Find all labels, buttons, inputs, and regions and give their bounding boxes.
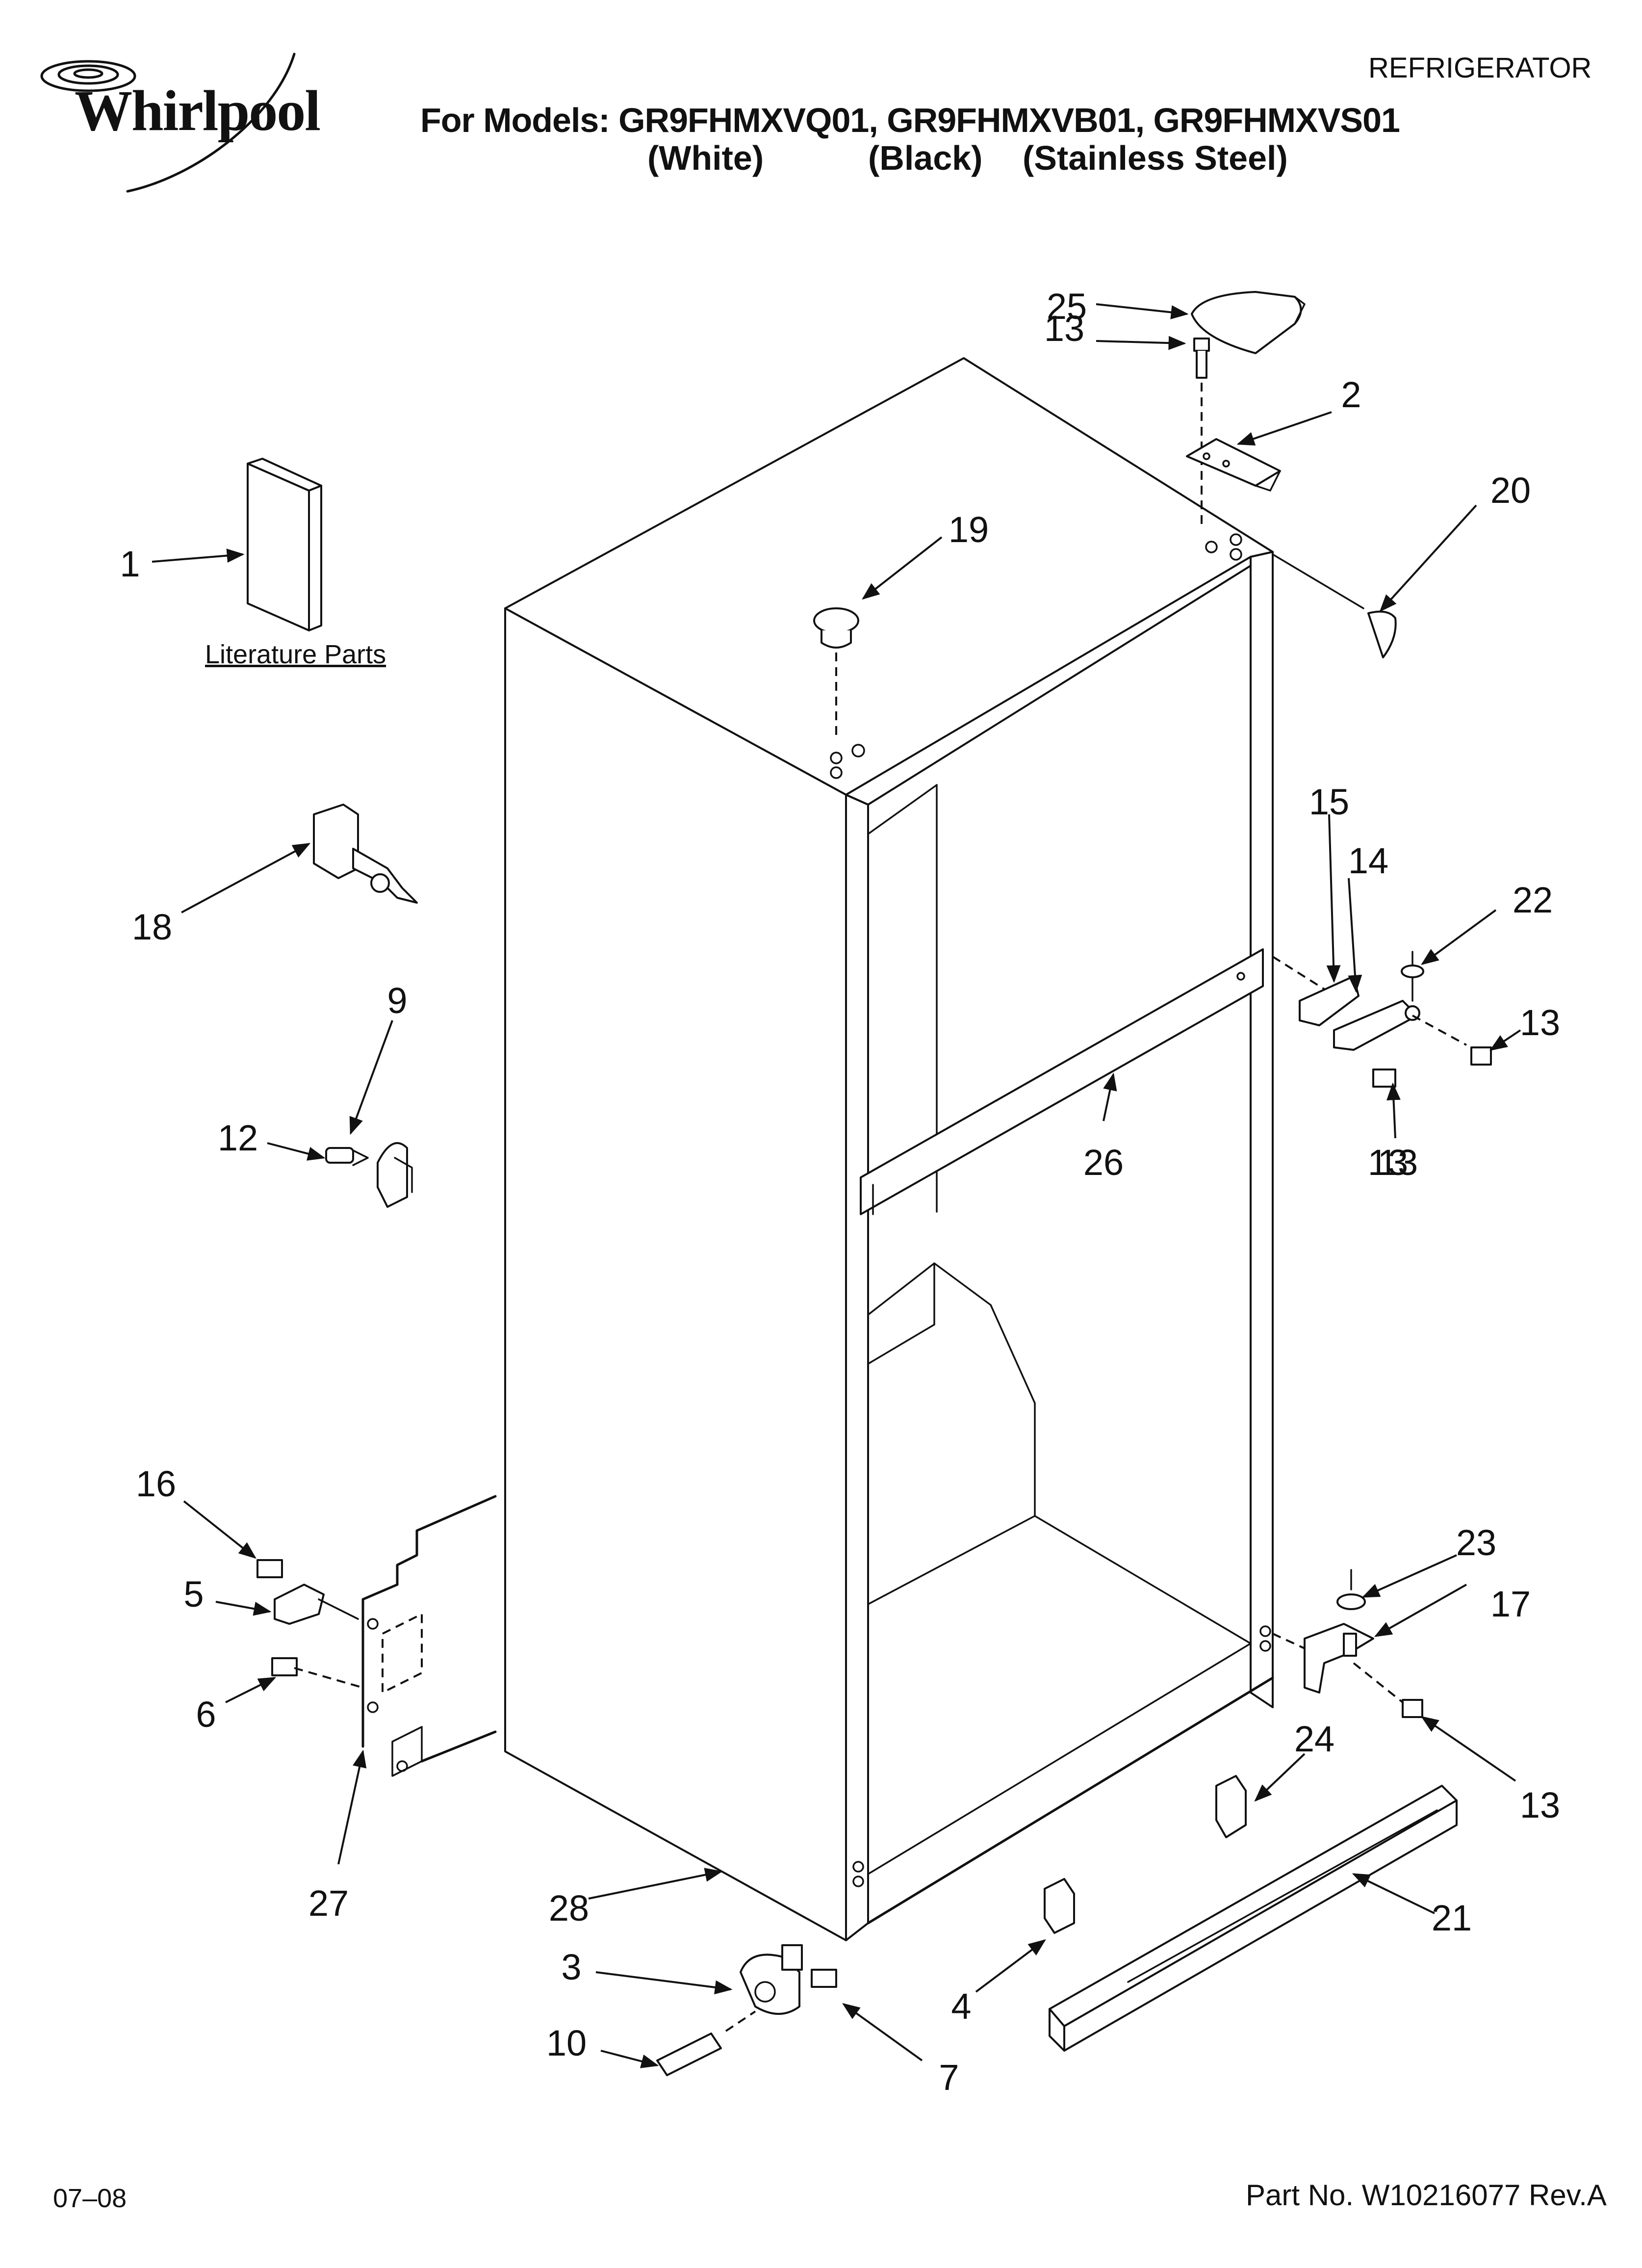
callout-label: 19 [948, 509, 989, 550]
callout-label: 13 [1367, 1142, 1409, 1183]
grille-clip-icon [1044, 1775, 1247, 1934]
callout-label: 7 [939, 2057, 959, 2098]
callout-label: 26 [1083, 1142, 1124, 1183]
side-fasteners [257, 1559, 363, 1689]
variant-white: (White) [647, 139, 764, 177]
callout-label: 18 [131, 907, 173, 947]
callout-label: 12 [217, 1118, 258, 1158]
footer-date: 07–08 [53, 2184, 127, 2213]
roller-assembly [656, 1944, 837, 2076]
models-heading: For Models: GR9FHMXVQ01, GR9FHMXVB01, GR… [420, 101, 1400, 139]
literature-parts-label: Literature Parts [205, 640, 386, 669]
callout-label: 1 [120, 544, 140, 584]
variant-black: (Black) [868, 139, 983, 177]
callout-label: 21 [1431, 1898, 1472, 1938]
callout-label: 3 [561, 1947, 582, 1987]
refrigerator-cabinet [504, 357, 1274, 1941]
callout-label: 16 [135, 1463, 177, 1504]
callout-leaders [152, 303, 1521, 2068]
callout-label: 22 [1512, 880, 1553, 920]
callout-label: 13 [1519, 1785, 1561, 1825]
whirlpool-logo-swirl-icon [40, 52, 296, 193]
product-category: REFRIGERATOR [1368, 52, 1592, 84]
hinge-cover-icon [1191, 291, 1306, 354]
cabinet-side-panel [361, 1495, 497, 1777]
brand-logo: Whirlpool [75, 78, 321, 143]
small-bracket-icon [325, 1142, 413, 1208]
callout-label: 28 [548, 1888, 590, 1929]
callout-label: 6 [196, 1694, 216, 1735]
callout-label: 13 [1377, 1142, 1418, 1183]
callout-label: 5 [183, 1574, 204, 1615]
callout-label: 15 [1308, 782, 1350, 822]
callout-label: 24 [1294, 1719, 1335, 1759]
callout-label: 10 [546, 2023, 587, 2063]
callout-label: 4 [951, 1986, 972, 2027]
callout-label: 27 [308, 1883, 349, 1924]
callout-label: 2 [1341, 374, 1361, 415]
center-hinge-assembly [1272, 951, 1492, 1088]
toe-grille [1049, 1785, 1458, 2052]
callout-label: 14 [1348, 840, 1389, 881]
top-hinge-assembly [1186, 338, 1281, 530]
callout-label: 23 [1456, 1522, 1497, 1563]
bottom-hinge-assembly [1272, 1569, 1423, 1718]
footer-part-number: Part No. W10216077 Rev.A [1246, 2179, 1607, 2212]
shoulder-bolt-icon [313, 804, 418, 904]
literature-booklet-icon [247, 458, 322, 631]
callout-label: 13 [1519, 1002, 1561, 1043]
plug-icon [813, 607, 859, 741]
callout-label: 25 [1046, 286, 1087, 327]
callout-label: 20 [1490, 470, 1531, 511]
small-cover-icon [1272, 553, 1397, 658]
callout-label: 17 [1490, 1584, 1531, 1624]
variant-stainless: (Stainless Steel) [1023, 139, 1288, 177]
callout-label: 9 [387, 980, 408, 1021]
callout-label: 13 [1044, 308, 1085, 349]
